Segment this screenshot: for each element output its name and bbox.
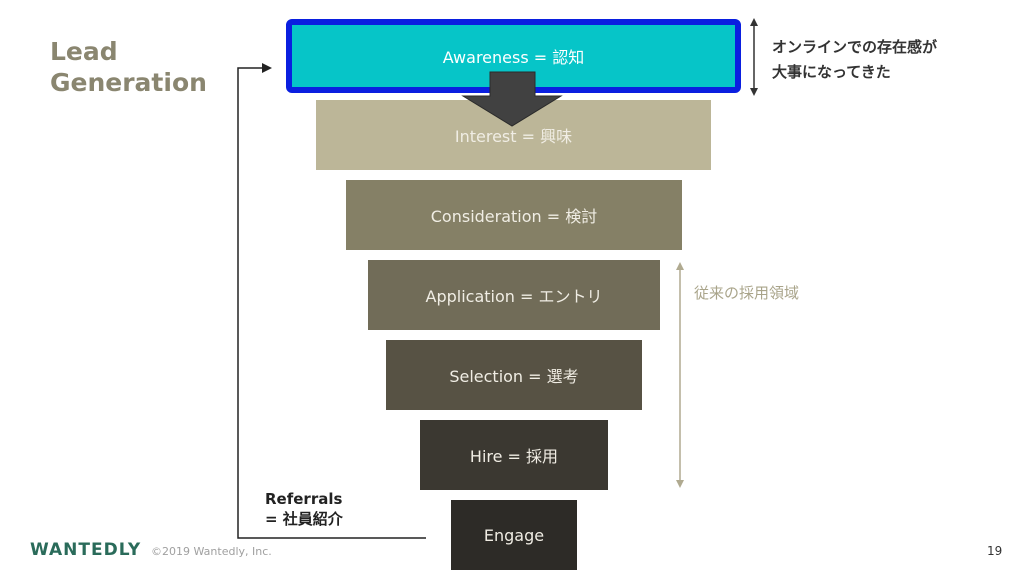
funnel-label-application: Application = エントリ bbox=[425, 287, 603, 306]
funnel-stage-consideration: Consideration = 検討 bbox=[346, 180, 682, 250]
note-recruit-area: 従来の採用領域 bbox=[694, 284, 800, 302]
funnel-label-hire: Hire = 採用 bbox=[469, 447, 559, 466]
funnel-label-selection: Selection = 選考 bbox=[449, 367, 579, 386]
funnel-stage-hire: Hire = 採用 bbox=[420, 420, 608, 490]
funnel-label-engage: Engage bbox=[483, 525, 545, 545]
slide-title: Lead Generation bbox=[50, 36, 207, 98]
referrals-label: Referrals = 社員紹介 bbox=[265, 489, 343, 529]
funnel-stage-engage: Engage bbox=[451, 500, 577, 570]
page-number: 19 bbox=[987, 544, 1003, 558]
funnel-stage-application: Application = エントリ bbox=[368, 260, 660, 330]
referral-loop-arrow bbox=[237, 63, 426, 539]
funnel-stage-selection: Selection = 選考 bbox=[386, 340, 642, 410]
funnel-label-awareness: Awareness = 認知 bbox=[442, 48, 585, 67]
copyright-text: ©2019 Wantedly, Inc. bbox=[151, 545, 272, 558]
funnel-label-interest: Interest = 興味 bbox=[454, 127, 573, 146]
recruit-bracket bbox=[676, 262, 684, 488]
note-online-line-1: オンラインでの存在感が bbox=[772, 38, 938, 56]
title-line-2: Generation bbox=[50, 68, 207, 97]
title-line-1: Lead bbox=[50, 37, 118, 66]
note-online-presence: オンラインでの存在感が 大事になってきた bbox=[772, 35, 937, 85]
referrals-line-2: = 社員紹介 bbox=[265, 510, 343, 528]
wantedly-logo: WANTEDLY bbox=[30, 540, 142, 560]
funnel-label-consideration: Consideration = 検討 bbox=[430, 207, 598, 226]
awareness-bracket bbox=[750, 18, 758, 96]
note-online-line-2: 大事になってきた bbox=[772, 63, 891, 81]
referrals-line-1: Referrals bbox=[265, 490, 343, 508]
down-arrow-icon bbox=[461, 71, 563, 127]
